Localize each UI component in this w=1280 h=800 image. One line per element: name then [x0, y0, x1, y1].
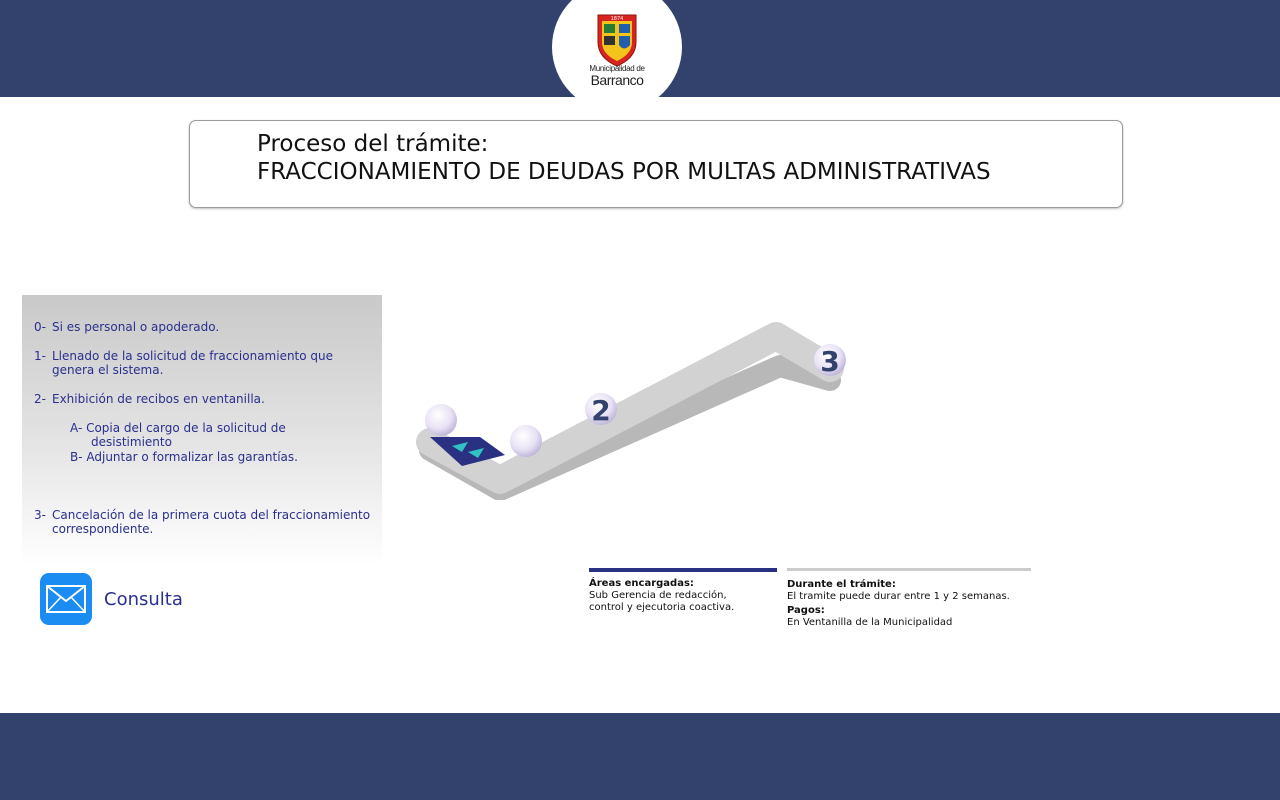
step-2-marker — [585, 393, 617, 425]
logo-caption-big: Barranco — [590, 72, 644, 88]
arrow-icon — [452, 442, 468, 452]
areas-title: Áreas encargadas: — [589, 578, 694, 589]
marker-3-label: 3 — [820, 345, 839, 378]
pagos-title: Pagos: — [787, 605, 825, 616]
title-box: Proceso del trámite: FRACCIONAMIENTO DE … — [189, 120, 1123, 208]
step-3-marker — [814, 344, 846, 376]
start-marker — [425, 404, 457, 436]
arrow-icon — [468, 448, 484, 458]
steps-panel: 0- Si es personal o apoderado. 1- Llenad… — [22, 295, 382, 565]
process-path-diagram: 2 3 — [416, 322, 846, 500]
marker-2-label: 2 — [591, 394, 610, 427]
areas-line-1: Sub Gerencia de redacción, — [589, 590, 727, 601]
municipal-logo: 1874 Municipalidad de Barranco — [552, 0, 682, 112]
svg-text:1874: 1874 — [611, 16, 624, 22]
process-label: Proceso del trámite: — [257, 131, 489, 157]
mail-icon[interactable] — [40, 573, 92, 625]
step-2a-cont: desistimiento — [91, 435, 172, 449]
coat-of-arms-icon: 1874 — [597, 14, 637, 67]
duration-info: Durante el trámite: El tramite puede dur… — [787, 568, 1031, 629]
durante-text: El tramite puede durar entre 1 y 2 seman… — [787, 591, 1010, 602]
footer-band — [0, 713, 1280, 800]
step-1-marker — [510, 425, 542, 457]
start-pad — [430, 437, 505, 466]
durante-title: Durante el trámite: — [787, 579, 896, 590]
consulta-label[interactable]: Consulta — [104, 588, 183, 610]
step-2a: A- Copia del cargo de la solicitud de — [70, 421, 286, 435]
areas-line-2: control y ejecutoria coactiva. — [589, 602, 735, 613]
procedure-name: FRACCIONAMIENTO DE DEUDAS POR MULTAS ADM… — [257, 159, 991, 185]
pagos-text: En Ventanilla de la Municipalidad — [787, 617, 953, 628]
logo-caption-small: Municipalidad de — [589, 64, 645, 73]
step-2b: B- Adjuntar o formalizar las garantías. — [70, 450, 298, 464]
consulta-button[interactable]: Consulta — [40, 573, 183, 625]
areas-info: Áreas encargadas: Sub Gerencia de redacc… — [589, 568, 777, 614]
